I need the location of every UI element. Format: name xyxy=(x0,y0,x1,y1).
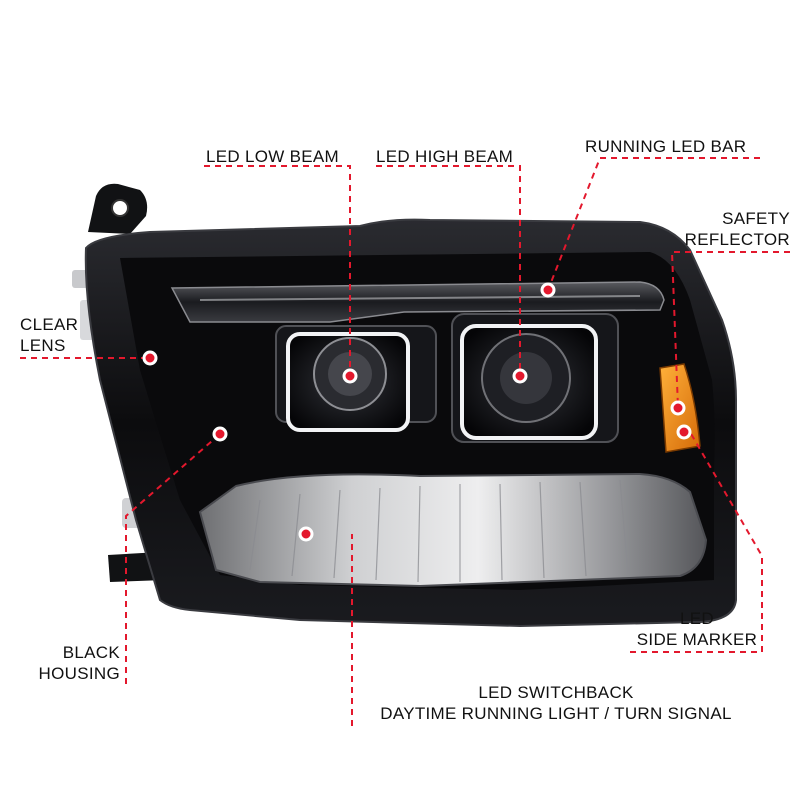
label-running-led-bar: RUNNING LED BAR xyxy=(585,137,747,156)
switchback-drl xyxy=(198,472,708,588)
leader-safety-reflector xyxy=(670,251,790,409)
label-led-switchback: LED SWITCHBACK DAYTIME RUNNING LIGHT / T… xyxy=(380,683,732,723)
label-led-low-beam: LED LOW BEAM xyxy=(206,147,340,166)
label-black-housing: BLACK HOUSING xyxy=(38,643,120,683)
dot-black-housing xyxy=(212,426,228,442)
dot-led-high-beam xyxy=(512,368,528,384)
leader-led-low-beam xyxy=(204,165,351,376)
leader-led-side-marker xyxy=(630,431,763,653)
label-led-side-marker: LED SIDE MARKER xyxy=(636,609,758,649)
dot-clear-lens xyxy=(142,350,158,366)
leader-running-led-bar xyxy=(547,157,760,291)
leader-led-high-beam xyxy=(376,165,521,376)
label-clear-lens: CLEAR LENS xyxy=(20,315,79,355)
dot-led-switchback xyxy=(298,526,314,542)
label-led-high-beam: LED HIGH BEAM xyxy=(376,147,514,166)
dot-safety-reflector xyxy=(670,400,686,416)
label-safety-reflector: SAFETY REFLECTOR xyxy=(684,209,790,249)
dot-side-marker xyxy=(676,424,692,440)
dot-led-low-beam xyxy=(342,368,358,384)
dot-running-led-bar xyxy=(540,282,556,298)
leader-black-housing xyxy=(125,433,221,684)
